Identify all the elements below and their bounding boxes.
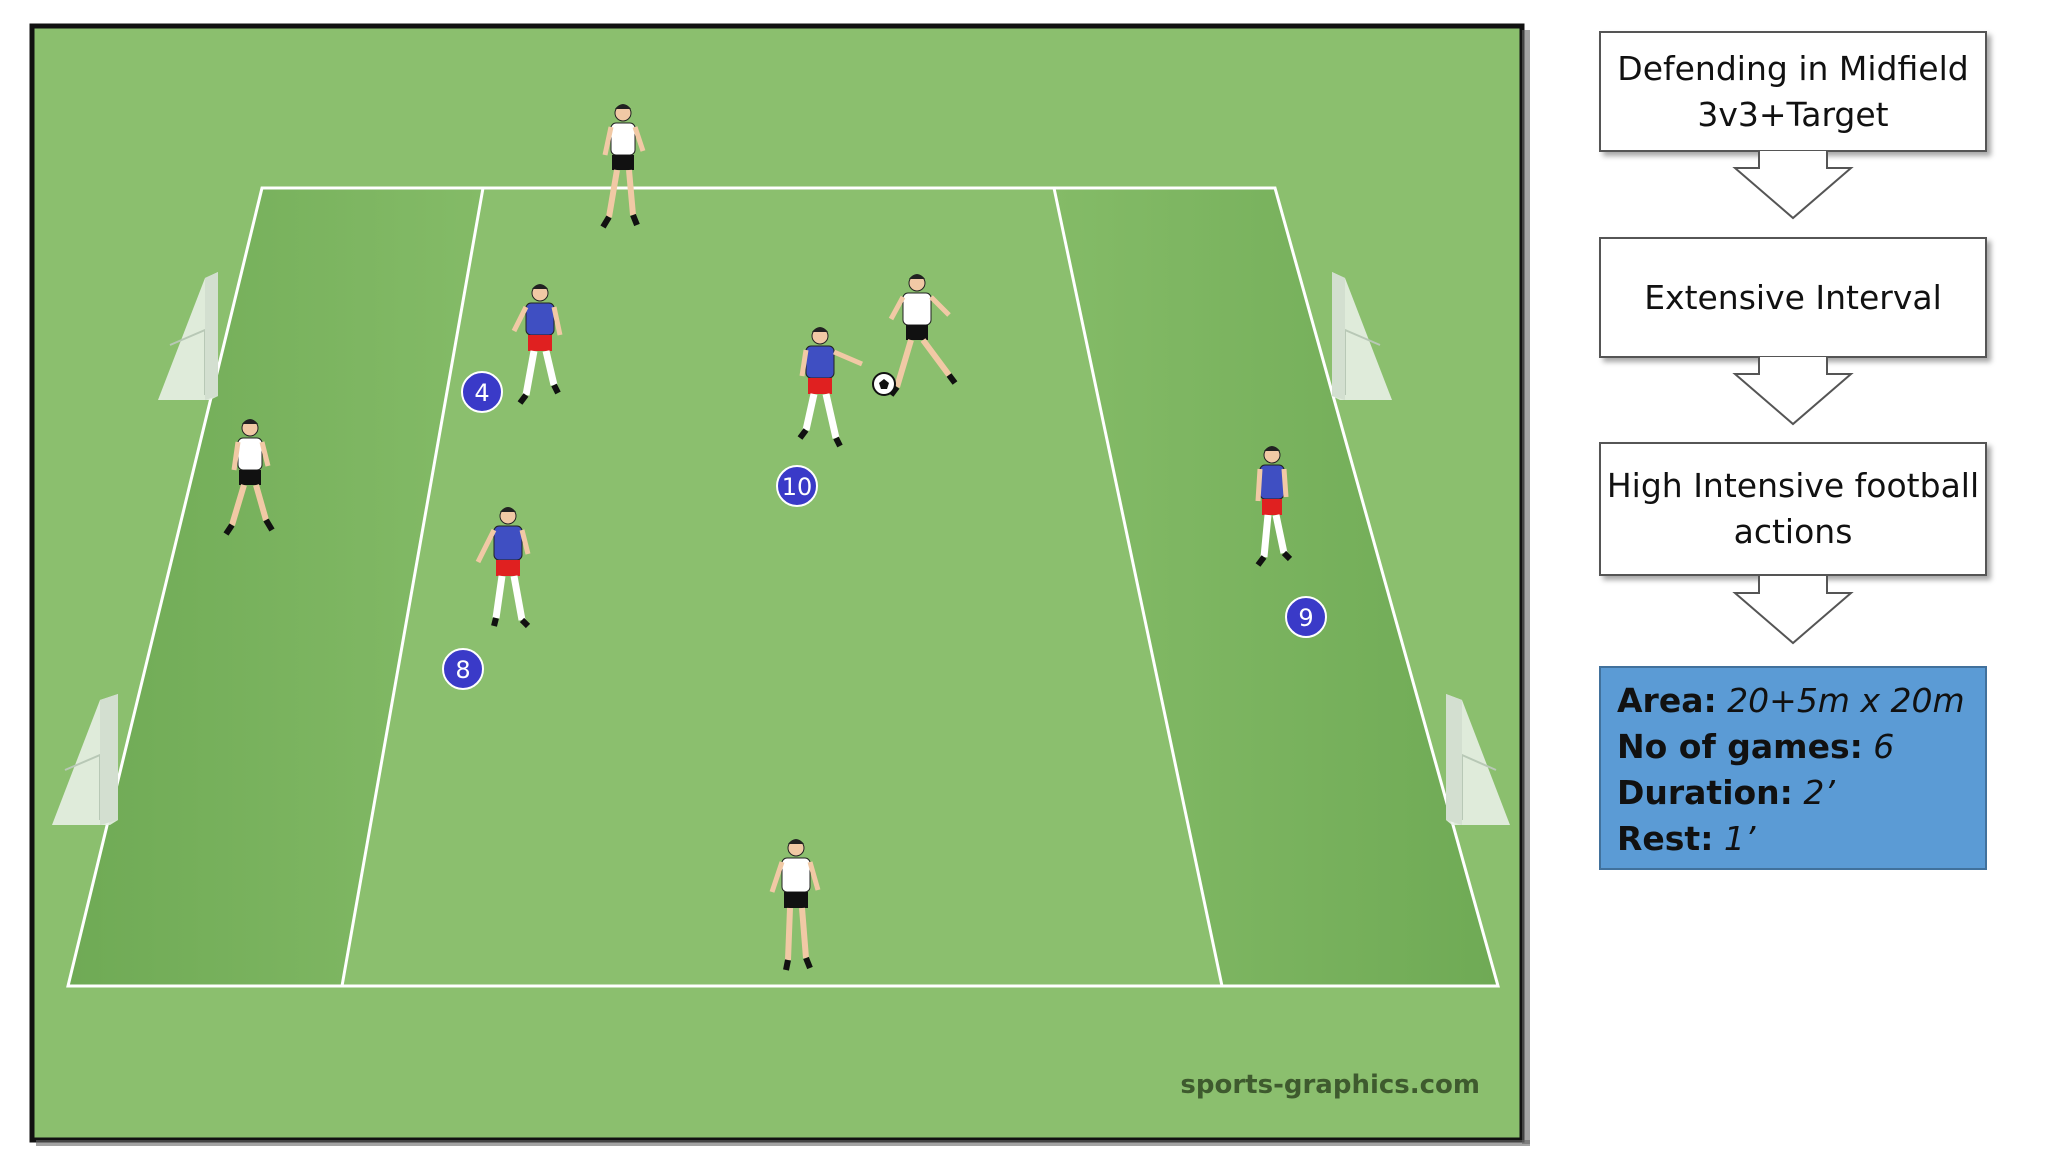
player-number-marker: 9 bbox=[1285, 596, 1327, 638]
flow-box-line: Extensive Interval bbox=[1644, 277, 1942, 317]
session-info-box: Area: 20+5m x 20m No of games: 6 Duratio… bbox=[1599, 666, 1987, 870]
svg-text:10: 10 bbox=[782, 473, 813, 501]
player-blue-8 bbox=[475, 507, 531, 629]
goal-right-bottom bbox=[1446, 694, 1510, 825]
info-duration: Duration: 2’ bbox=[1617, 770, 1969, 816]
info-label: Duration: bbox=[1617, 773, 1793, 812]
info-games: No of games: 6 bbox=[1617, 724, 1969, 770]
player-number-marker: 10 bbox=[776, 465, 818, 507]
down-arrow-icon bbox=[1732, 575, 1854, 645]
player-blue-4 bbox=[511, 284, 563, 405]
player-white-top bbox=[600, 104, 646, 229]
info-label: No of games: bbox=[1617, 727, 1863, 766]
down-arrow-icon bbox=[1732, 150, 1854, 220]
info-value: 2’ bbox=[1803, 773, 1835, 812]
info-label: Area: bbox=[1617, 681, 1717, 720]
right-end-zone bbox=[1054, 188, 1498, 986]
info-value: 1’ bbox=[1723, 819, 1756, 858]
info-area: Area: 20+5m x 20m bbox=[1617, 678, 1969, 724]
flow-box-high-intensity: High Intensive football actions bbox=[1599, 442, 1987, 576]
svg-text:4: 4 bbox=[474, 379, 489, 407]
goal-left-bottom bbox=[52, 694, 118, 825]
svg-text:9: 9 bbox=[1298, 604, 1313, 632]
field-lines bbox=[66, 186, 1500, 988]
player-white-center bbox=[888, 274, 958, 397]
flow-box-line: Defending in Midfield bbox=[1617, 48, 1969, 88]
down-arrow-icon bbox=[1732, 356, 1854, 426]
player-blue-10 bbox=[797, 327, 863, 448]
goal-right-top bbox=[1332, 272, 1392, 400]
left-end-zone bbox=[68, 188, 483, 986]
player-white-left bbox=[223, 419, 275, 536]
info-value: 6 bbox=[1873, 727, 1895, 766]
flow-box-line: High Intensive football bbox=[1606, 466, 1980, 505]
player-blue-9 bbox=[1255, 446, 1293, 567]
flow-box-defending: Defending in Midfield 3v3+Target bbox=[1599, 31, 1987, 152]
flow-box-line: 3v3+Target bbox=[1697, 94, 1889, 134]
info-value: 20+5m x 20m bbox=[1727, 681, 1965, 720]
player-white-bottom bbox=[769, 839, 821, 971]
flow-box-line: actions bbox=[1733, 512, 1853, 551]
info-rest: Rest: 1’ bbox=[1617, 816, 1969, 862]
flow-box-interval: Extensive Interval bbox=[1599, 237, 1987, 358]
player-number-marker: 4 bbox=[461, 371, 503, 413]
soccer-ball-icon bbox=[872, 372, 896, 396]
watermark-text: sports-graphics.com bbox=[1180, 1070, 1480, 1100]
goal-left-top bbox=[158, 272, 218, 400]
player-number-marker: 8 bbox=[442, 648, 484, 690]
info-label: Rest: bbox=[1617, 819, 1714, 858]
svg-text:8: 8 bbox=[455, 656, 470, 684]
